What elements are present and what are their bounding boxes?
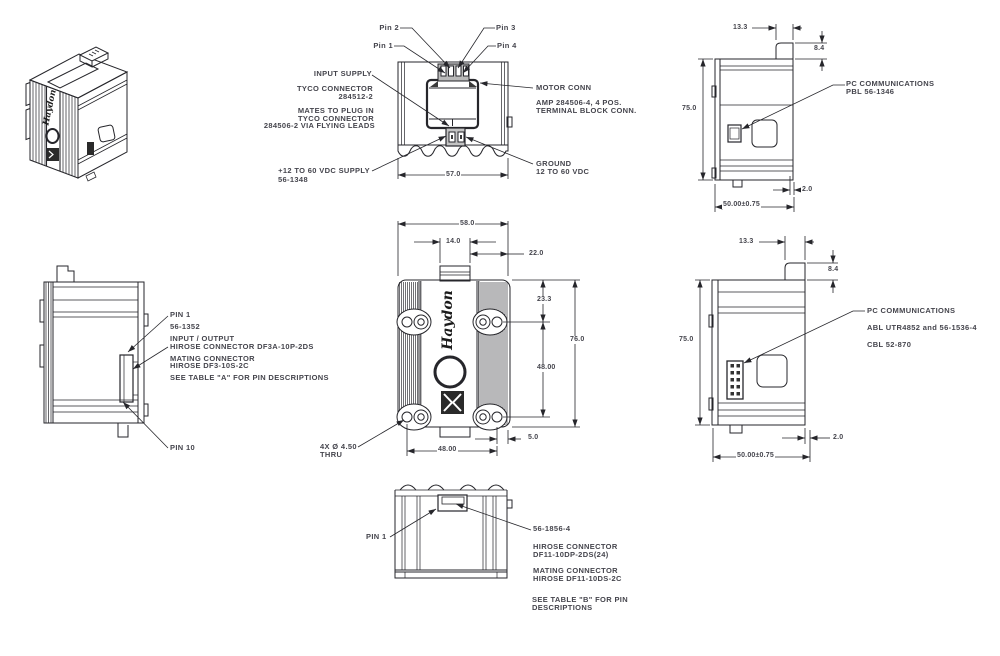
dim-fv-48-right: 48.00 bbox=[536, 364, 557, 372]
label-ground-2: 12 TO 60 VDC bbox=[536, 167, 590, 176]
top-right-port bbox=[727, 124, 742, 143]
label-rv-pc-3: CBL 52-870 bbox=[867, 340, 912, 349]
dim-rv-8-4: 8.4 bbox=[827, 266, 840, 274]
front-view: Haydon bbox=[357, 221, 580, 456]
label-bv-part: 56-1856-4 bbox=[533, 524, 571, 533]
dim-fv-23-3: 23.3 bbox=[536, 296, 553, 304]
label-rv-pc-1: PC COMMUNICATIONS bbox=[867, 306, 956, 315]
left-side-view bbox=[39, 265, 169, 449]
dim-tr-13-3: 13.3 bbox=[732, 24, 749, 32]
dim-rv-13-3: 13.3 bbox=[738, 238, 755, 246]
iso-haydon-logo-text: Haydon bbox=[41, 89, 59, 128]
label-bv-pin-1: PIN 1 bbox=[366, 532, 387, 541]
label-motor-conn: MOTOR CONN bbox=[536, 83, 592, 92]
label-lv-io: INPUT / OUTPUT bbox=[170, 334, 235, 343]
label-mates-2: TYCO CONNECTOR bbox=[297, 114, 374, 123]
dim-tr-75: 75.0 bbox=[681, 105, 698, 113]
top-view-supply-connector bbox=[445, 127, 466, 147]
label-bv-hirose-1: HIROSE CONNECTOR bbox=[533, 542, 618, 551]
label-tyco-connector: TYCO CONNECTOR bbox=[296, 84, 373, 93]
iso-logo-symbol bbox=[47, 148, 59, 161]
dim-fv-22: 22.0 bbox=[528, 250, 545, 258]
dim-fv-5: 5.0 bbox=[527, 434, 540, 442]
label-bv-see-2: DESCRIPTIONS bbox=[532, 603, 593, 612]
isometric-view: Haydon bbox=[25, 46, 129, 182]
label-bv-see-1: SEE TABLE "B" FOR PIN bbox=[532, 595, 628, 604]
label-pin-3: Pin 3 bbox=[496, 23, 516, 32]
label-bv-mating-2: HIROSE DF11-10DS-2C bbox=[533, 574, 622, 583]
top-right-side-view bbox=[698, 24, 845, 212]
right-view-dims bbox=[695, 236, 865, 462]
dim-tr-8-4: 8.4 bbox=[813, 45, 826, 53]
top-view bbox=[371, 27, 534, 179]
left-view-io-connector bbox=[119, 354, 139, 403]
label-lv-pin-10: PIN 10 bbox=[170, 443, 196, 452]
front-haydon-logo-text: Haydon bbox=[440, 290, 456, 351]
bottom-view-connector bbox=[437, 494, 468, 512]
iso-fins bbox=[32, 81, 76, 177]
front-logo-symbol bbox=[441, 391, 464, 414]
dim-rv-2: 2.0 bbox=[832, 434, 845, 442]
iso-logo-circle bbox=[45, 128, 60, 144]
left-view-leaders bbox=[122, 315, 169, 449]
dim-fv-76: 76.0 bbox=[569, 336, 586, 344]
dim-rv-50: 50.00±0.75 bbox=[736, 452, 775, 460]
label-bv-hirose-2: DF11-10DP-2DS(24) bbox=[533, 550, 609, 559]
label-fv-holes-2: THRU bbox=[320, 450, 343, 459]
bottom-view bbox=[389, 484, 532, 579]
right-side-view bbox=[695, 236, 865, 462]
label-input-supply: INPUT SUPPLY bbox=[313, 69, 372, 78]
label-supply-part: 56-1348 bbox=[278, 175, 308, 184]
dim-tr-2: 2.0 bbox=[801, 186, 814, 194]
dim-fv-58: 58.0 bbox=[459, 220, 476, 228]
front-view-dims bbox=[357, 221, 580, 456]
label-mates-1: MATES TO PLUG IN bbox=[297, 106, 374, 115]
dim-fv-48-bottom: 48.00 bbox=[437, 446, 458, 454]
label-pin-4: Pin 4 bbox=[497, 41, 517, 50]
top-view-leaders bbox=[371, 27, 534, 172]
dim-rv-75: 75.0 bbox=[678, 336, 695, 344]
dim-tr-50: 50.00±0.75 bbox=[722, 201, 761, 209]
front-logo-circle bbox=[433, 355, 467, 389]
label-lv-hirose: HIROSE CONNECTOR DF3A-10P-2DS bbox=[170, 342, 314, 351]
label-lv-pin-1: PIN 1 bbox=[170, 310, 191, 319]
label-tr-pc-1: PC COMMUNICATIONS bbox=[846, 79, 935, 88]
iso-port bbox=[87, 142, 94, 155]
label-rv-pc-2: ABL UTR4852 and 56-1536-4 bbox=[867, 323, 977, 332]
iso-top-connector bbox=[78, 46, 110, 68]
label-pin-2: Pin 2 bbox=[379, 23, 399, 32]
label-supply: +12 TO 60 VDC SUPPLY bbox=[278, 166, 370, 175]
label-tr-pc-2: PBL 56-1346 bbox=[846, 87, 895, 96]
label-mates-3: 284506-2 VIA FLYING LEADS bbox=[263, 121, 375, 130]
label-tyco-part: 284512-2 bbox=[338, 92, 373, 101]
label-lv-part: 56-1352 bbox=[170, 322, 200, 331]
label-lv-mating-1: MATING CONNECTOR bbox=[170, 354, 255, 363]
label-pin-1: Pin 1 bbox=[373, 41, 393, 50]
top-view-motor-connector bbox=[425, 78, 480, 130]
label-ground-1: GROUND bbox=[536, 159, 572, 168]
dim-top-57: 57.0 bbox=[445, 171, 462, 179]
dim-fv-14: 14.0 bbox=[445, 238, 462, 246]
right-view-pc-port bbox=[726, 360, 744, 400]
front-view-fins bbox=[399, 282, 508, 425]
label-amp-2: TERMINAL BLOCK CONN. bbox=[536, 106, 637, 115]
label-bv-mating-1: MATING CONNECTOR bbox=[533, 566, 618, 575]
label-lv-mating-2: HIROSE DF3-10S-2C bbox=[170, 361, 249, 370]
label-lv-see-table: SEE TABLE "A" FOR PIN DESCRIPTIONS bbox=[170, 373, 329, 382]
label-fv-holes-1: 4X Ø 4.50 bbox=[320, 442, 357, 451]
label-amp-1: AMP 284506-4, 4 POS. bbox=[536, 98, 622, 107]
bottom-view-leaders bbox=[389, 503, 532, 538]
front-view-mounting bbox=[396, 308, 508, 431]
